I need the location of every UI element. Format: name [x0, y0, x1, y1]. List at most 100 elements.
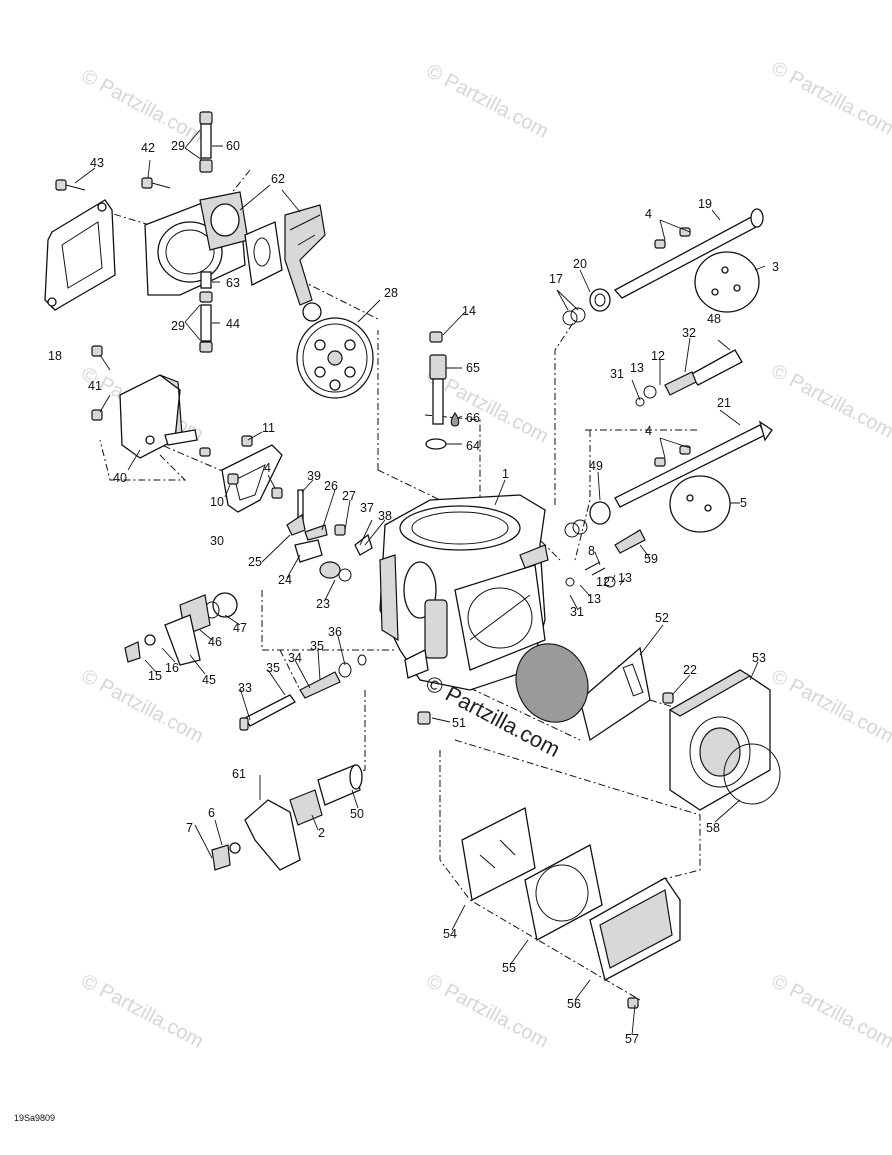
part-30-bracket — [221, 435, 283, 513]
callout-10: 10 — [210, 495, 224, 509]
callout-46: 46 — [208, 635, 222, 649]
callout-43: 43 — [90, 156, 104, 170]
watermark: © Partzilla.com — [423, 970, 552, 1053]
callout-44: 44 — [226, 317, 240, 331]
diagram-code: 19Sa9809 — [14, 1113, 56, 1123]
callout-40: 40 — [113, 471, 127, 485]
throttle-lever-61 — [211, 764, 363, 871]
watermark: © Partzilla.com — [78, 970, 207, 1053]
callout-57: 57 — [625, 1032, 639, 1046]
callout-65: 65 — [466, 361, 480, 375]
callout-38: 38 — [378, 509, 392, 523]
callout-20: 20 — [573, 257, 587, 271]
callout-1: 1 — [502, 467, 509, 481]
callout-52: 52 — [655, 611, 669, 625]
callout-51: 51 — [452, 716, 466, 730]
jet-assembly-32-48 — [635, 349, 743, 407]
watermark: © Partzilla.com — [78, 665, 207, 748]
callout-13: 13 — [618, 571, 632, 585]
callout-64: 64 — [466, 439, 480, 453]
part-55-diaphragm — [524, 844, 603, 941]
callout-31: 31 — [570, 605, 584, 619]
callout-62: 62 — [271, 172, 285, 186]
part-3-disc — [694, 251, 760, 313]
callout-29: 29 — [171, 139, 185, 153]
spring-stack-60-63-44 — [199, 111, 213, 353]
part-5-disc — [669, 475, 731, 533]
callout-60: 60 — [226, 139, 240, 153]
callout-16: 16 — [165, 661, 179, 675]
bolt-65 — [425, 331, 460, 450]
watermark: © Partzilla.com — [768, 360, 892, 443]
small-parts-cluster — [286, 489, 373, 582]
callout-29: 29 — [171, 319, 185, 333]
callout-45: 45 — [202, 673, 216, 687]
callout-13: 13 — [630, 361, 644, 375]
part-52-gasket — [515, 643, 651, 742]
watermark: © Partzilla.com — [768, 57, 892, 140]
callout-54: 54 — [443, 927, 457, 941]
screw-42 — [141, 177, 171, 189]
part-28-cover — [296, 317, 374, 399]
callout-55: 55 — [502, 961, 516, 975]
part-19-shaft — [613, 208, 764, 299]
callout-49: 49 — [589, 459, 603, 473]
part-1-carburetor-body — [379, 494, 549, 691]
part-40-plate — [91, 345, 211, 459]
callout-30: 30 — [210, 534, 224, 548]
callout-66: 66 — [466, 411, 480, 425]
part-56-pump-body — [589, 877, 681, 1009]
callout-61: 61 — [232, 767, 246, 781]
callout-53: 53 — [752, 651, 766, 665]
callout-48: 48 — [707, 312, 721, 326]
part-20-bushing — [562, 288, 611, 326]
callout-7: 7 — [186, 821, 193, 835]
callout-31: 31 — [610, 367, 624, 381]
callout-28: 28 — [384, 286, 398, 300]
idle-screw-33 — [239, 654, 367, 731]
callout-12: 12 — [596, 575, 610, 589]
part-59-jet — [565, 529, 646, 588]
callout-34: 34 — [288, 651, 302, 665]
part-53-pump-cover — [662, 669, 781, 811]
spring-assembly-45-47 — [124, 592, 238, 666]
callout-33: 33 — [238, 681, 252, 695]
callout-22: 22 — [683, 663, 697, 677]
callout-39: 39 — [307, 469, 321, 483]
callout-13: 13 — [587, 592, 601, 606]
part-49-bushing — [564, 501, 611, 538]
watermark: © Partzilla.com — [768, 665, 892, 748]
callout-47: 47 — [233, 621, 247, 635]
callout-6: 6 — [208, 806, 215, 820]
callout-42: 42 — [141, 141, 155, 155]
callout-18: 18 — [48, 349, 62, 363]
callout-36: 36 — [328, 625, 342, 639]
callout-4: 4 — [264, 461, 271, 475]
callout-labels: 43 42 29 60 62 63 29 44 18 28 14 65 66 6… — [48, 139, 779, 1046]
callout-27: 27 — [342, 489, 356, 503]
callout-5: 5 — [740, 496, 747, 510]
watermark: © Partzilla.com — [78, 65, 207, 148]
callout-50: 50 — [350, 807, 364, 821]
watermark: © Partzilla.com — [423, 60, 552, 143]
part-54-gasket — [461, 807, 536, 901]
part-21-shaft — [614, 420, 773, 508]
callout-21: 21 — [717, 396, 731, 410]
callout-14: 14 — [462, 304, 476, 318]
callout-24: 24 — [278, 573, 292, 587]
watermark: © Partzilla.com — [768, 970, 892, 1053]
callout-8: 8 — [588, 544, 595, 558]
callout-56: 56 — [567, 997, 581, 1011]
callout-3: 3 — [772, 260, 779, 274]
callout-35: 35 — [310, 639, 324, 653]
callout-17: 17 — [549, 272, 563, 286]
callout-4: 4 — [645, 207, 652, 221]
part-18-bracket — [44, 199, 116, 311]
leader-lines — [74, 129, 766, 1036]
callout-35: 35 — [266, 661, 280, 675]
callout-37: 37 — [360, 501, 374, 515]
callout-11: 11 — [262, 421, 275, 435]
callout-26: 26 — [324, 479, 338, 493]
part-51 — [417, 711, 431, 725]
